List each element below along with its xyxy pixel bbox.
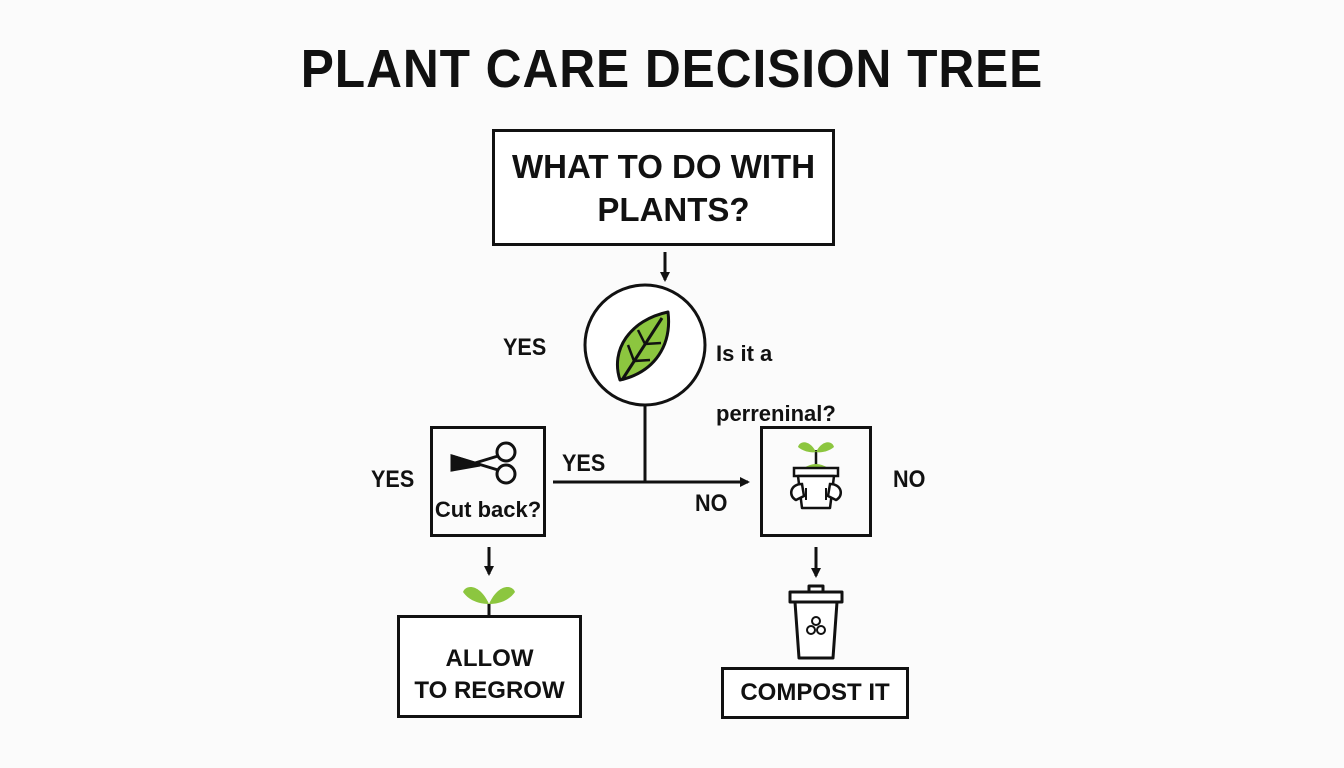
compost-bin-icon xyxy=(788,584,844,660)
pot-box xyxy=(760,426,872,537)
edge-label-no-branch: NO xyxy=(695,490,728,517)
compost-box xyxy=(721,667,909,719)
cut-back-box xyxy=(430,426,546,537)
cut-back-label: Cut back? xyxy=(434,497,542,522)
potted-seedling-icon xyxy=(789,442,843,510)
diagram-title: PLANT CARE DECISION TREE xyxy=(300,39,1044,99)
regrow-line2: TO REGROW xyxy=(414,677,565,704)
edge-label-yes-question: YES xyxy=(503,334,547,361)
question-label: Is it a perreninal? xyxy=(716,309,836,459)
start-box-line2: PLANTS? xyxy=(597,191,750,228)
question-line2: perreninal? xyxy=(716,401,836,426)
edge-label-no-pot: NO xyxy=(893,466,926,493)
start-box xyxy=(492,129,835,246)
leaf-icon xyxy=(615,310,671,382)
compost-label: COMPOST IT xyxy=(740,679,890,706)
question-line1: Is it a xyxy=(716,341,773,366)
regrow-box xyxy=(397,615,582,718)
edge-label-yes-cut: YES xyxy=(371,466,415,493)
regrow-line1: ALLOW xyxy=(445,645,534,672)
start-box-line1: WHAT TO DO WITH xyxy=(511,148,816,185)
scissors-icon xyxy=(450,441,517,485)
edge-label-yes-branch: YES xyxy=(562,450,606,477)
